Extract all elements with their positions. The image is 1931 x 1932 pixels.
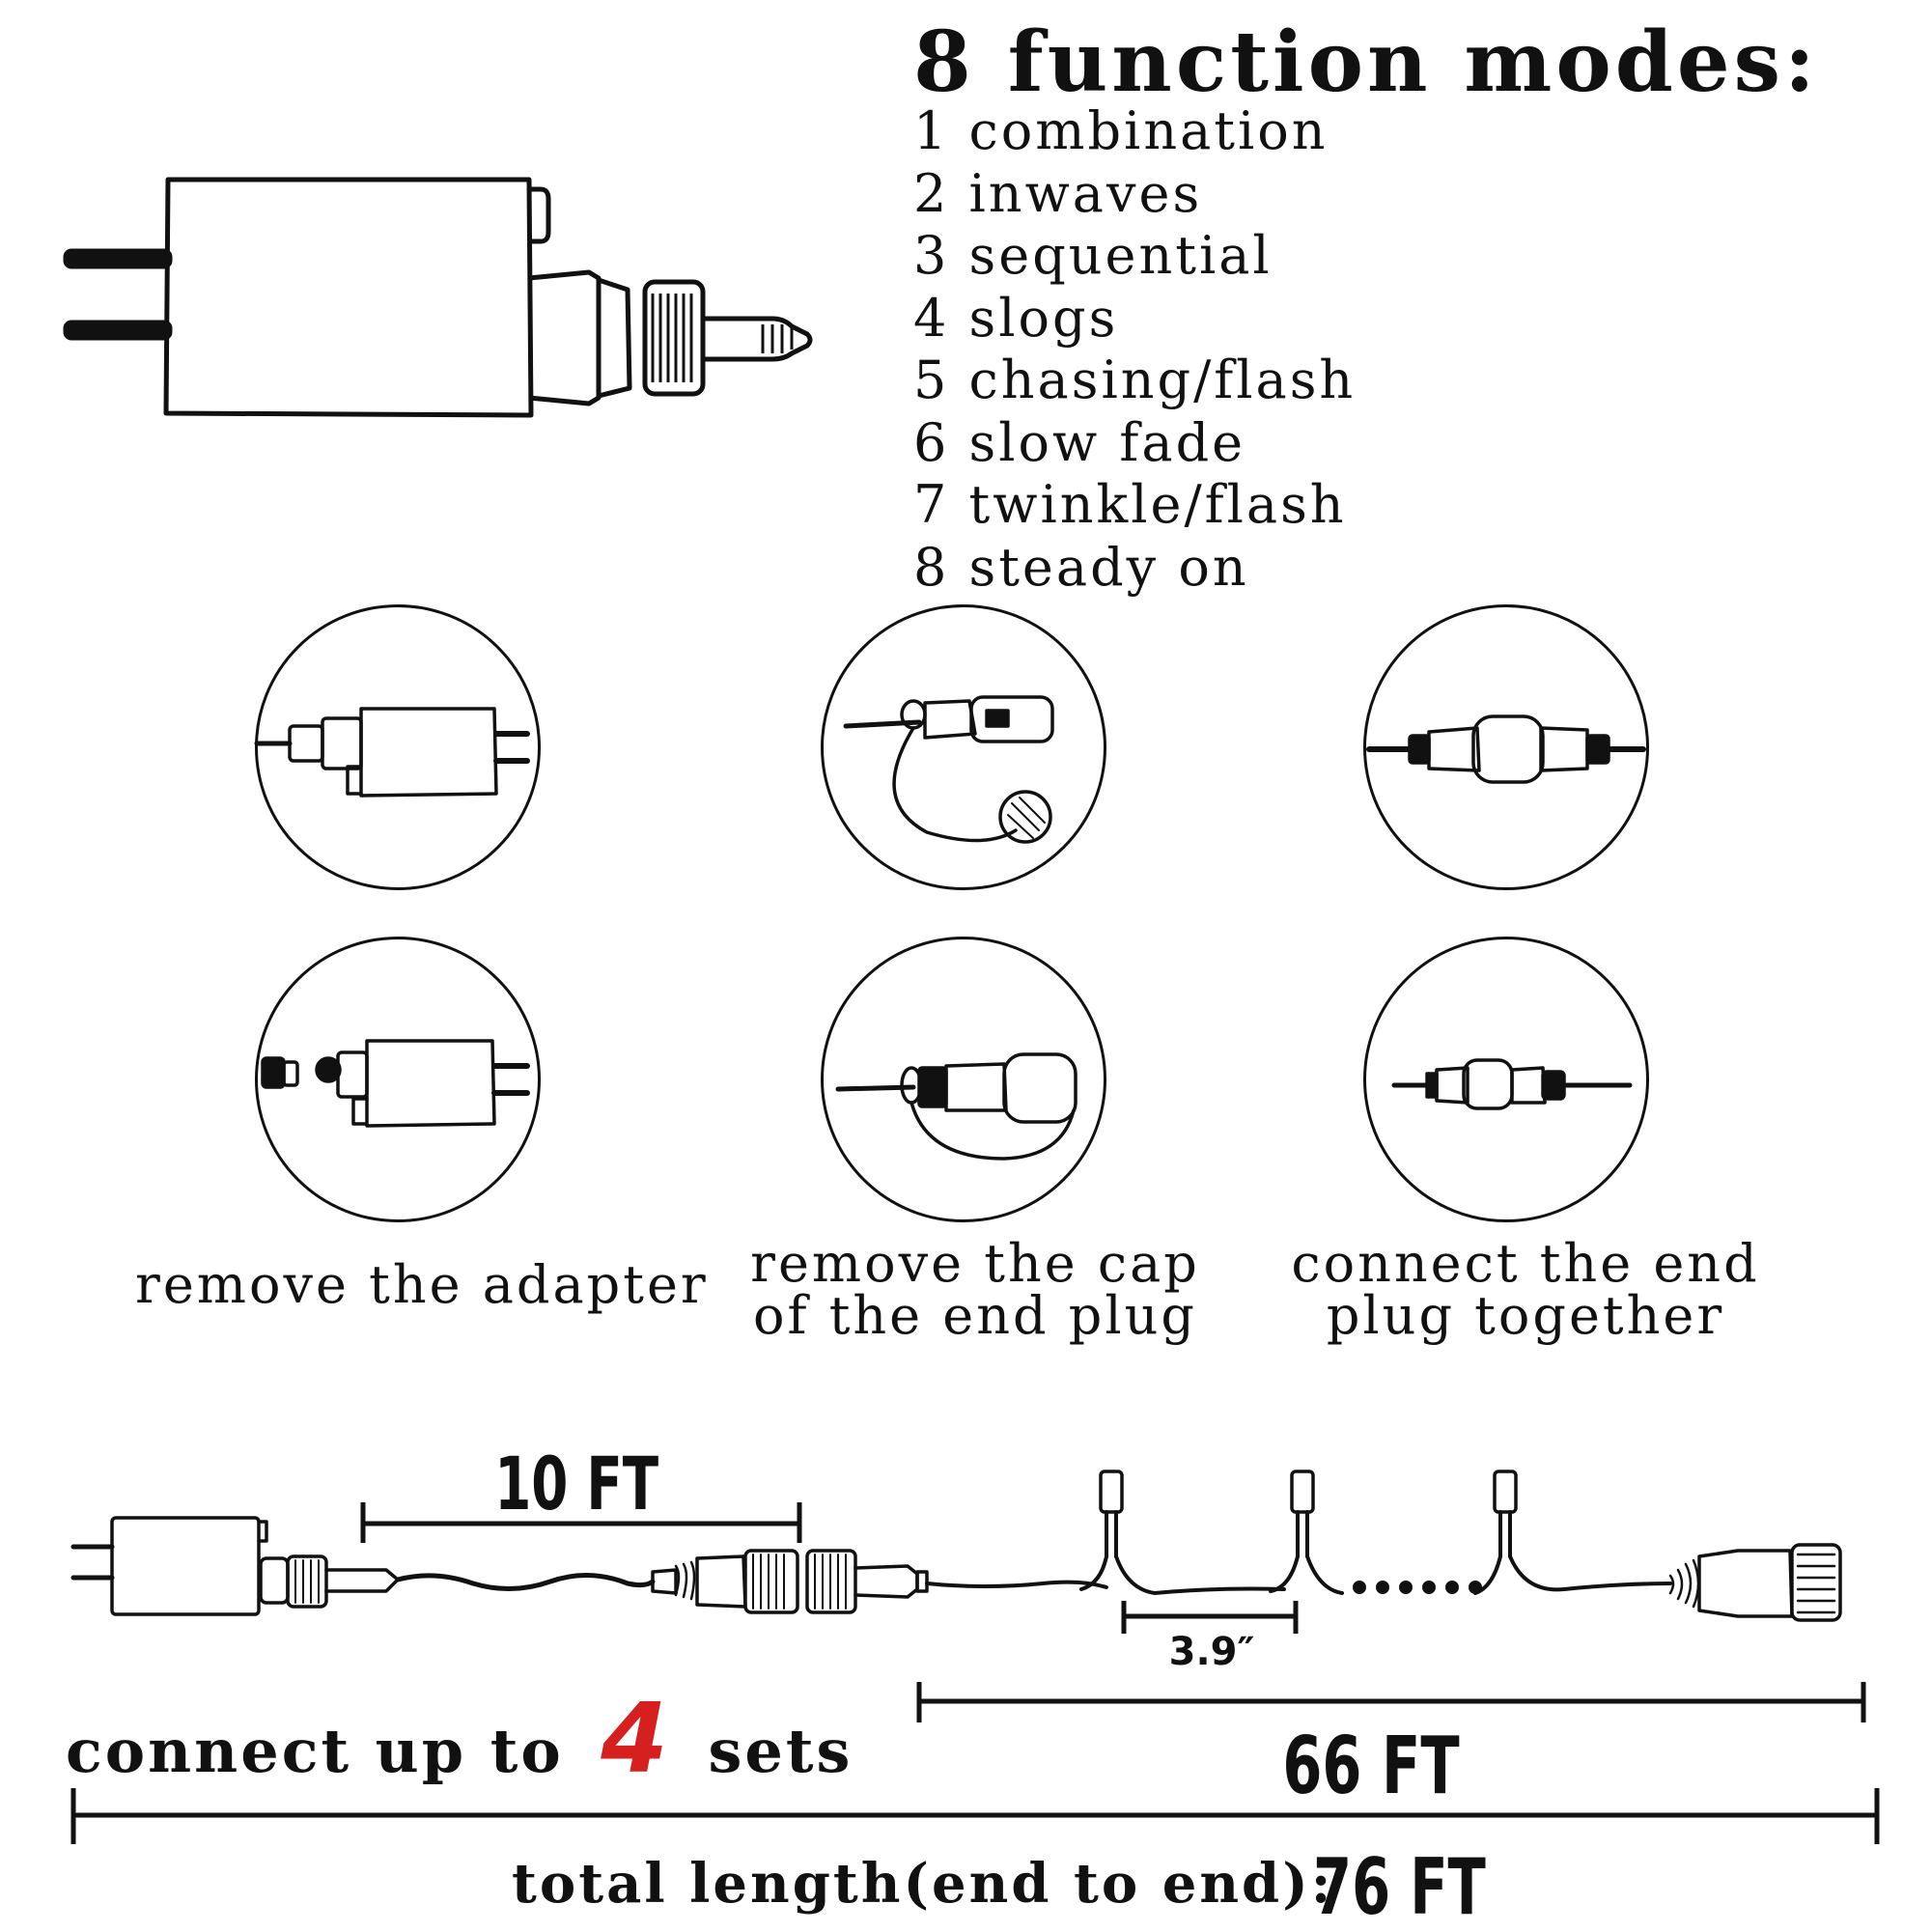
step-circle-2a (821, 604, 1106, 890)
connect-prefix: connect up to (66, 1716, 564, 1786)
step-caption-3: connect the end plug together (1284, 1238, 1767, 1342)
list-item: 6 slow fade (913, 411, 1246, 473)
lead-wire-length-label: 10 FT (494, 1441, 659, 1526)
list-item: 2 inwaves (913, 162, 1203, 224)
step-circle-1a (255, 604, 541, 890)
step-circle-2b (821, 937, 1106, 1222)
step-caption-2-line1: remove the cap (750, 1233, 1200, 1294)
total-length-label: total length(end to end): (512, 1852, 1334, 1916)
connect-suffix: sets (708, 1716, 854, 1786)
modes-list: 1 combination 2 inwaves 3 sequential 4 s… (913, 100, 1356, 599)
step-caption-1: remove the adapter (135, 1254, 709, 1315)
list-item: 8 steady on (913, 536, 1249, 598)
list-item: 7 twinkle/flash (913, 474, 1347, 535)
step-circle-1b (255, 937, 541, 1222)
list-item: 3 sequential (913, 225, 1273, 286)
lit-length-label: 66 FT (1282, 1721, 1460, 1812)
step-caption-2-line2: of the end plug (753, 1285, 1197, 1346)
step-caption-3-line1: connect the end (1291, 1233, 1760, 1294)
list-item: 5 chasing/flash (913, 350, 1357, 410)
bulb-spacing-label: 3.9″ (1168, 1630, 1255, 1674)
modes-title: 8 function modes: (913, 14, 1819, 111)
list-item: 4 slogs (913, 287, 1119, 349)
connect-sets-text: connect up to 4 sets (66, 1682, 853, 1795)
connect-count: 4 (601, 1682, 671, 1795)
step-caption-3-line2: plug together (1326, 1285, 1725, 1346)
step-circle-3b (1363, 937, 1649, 1222)
total-length-value: 76 FT (1313, 1842, 1486, 1932)
list-item: 1 combination (913, 100, 1329, 161)
step-circle-3a (1363, 604, 1649, 890)
step-caption-2: remove the cap of the end plug (734, 1238, 1217, 1342)
